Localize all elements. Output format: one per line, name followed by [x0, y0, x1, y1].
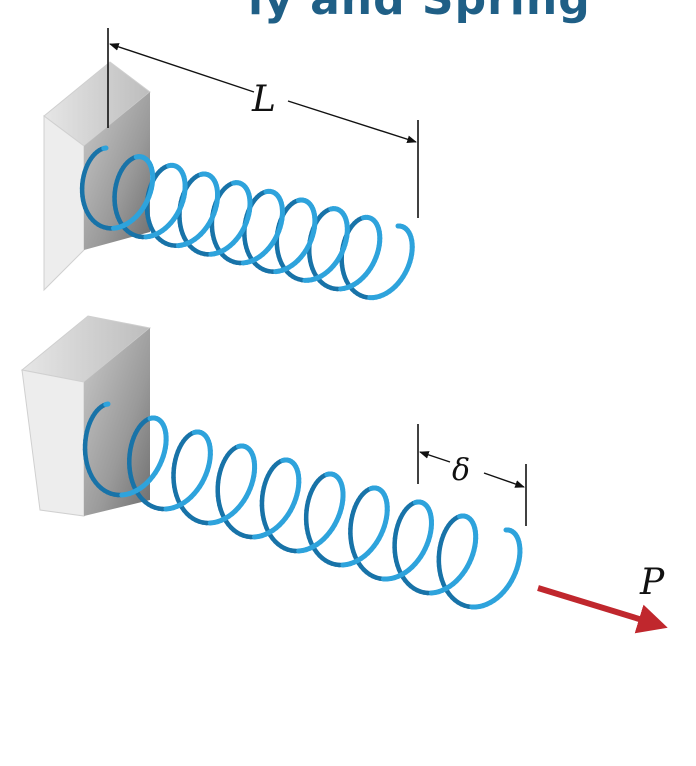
- force-label: P: [639, 562, 665, 603]
- page-title: ly and Spring: [248, 0, 696, 30]
- elongation-dimension: δ: [417, 424, 527, 526]
- force-arrow: P: [537, 562, 668, 634]
- length-label: L: [251, 79, 276, 120]
- elongation-label: δ: [452, 453, 470, 488]
- spring-unstretched: [79, 145, 415, 301]
- top-wall: [43, 61, 151, 292]
- spring-stretched: [82, 401, 523, 610]
- bottom-wall: [20, 315, 152, 517]
- length-dimension: L: [107, 28, 419, 218]
